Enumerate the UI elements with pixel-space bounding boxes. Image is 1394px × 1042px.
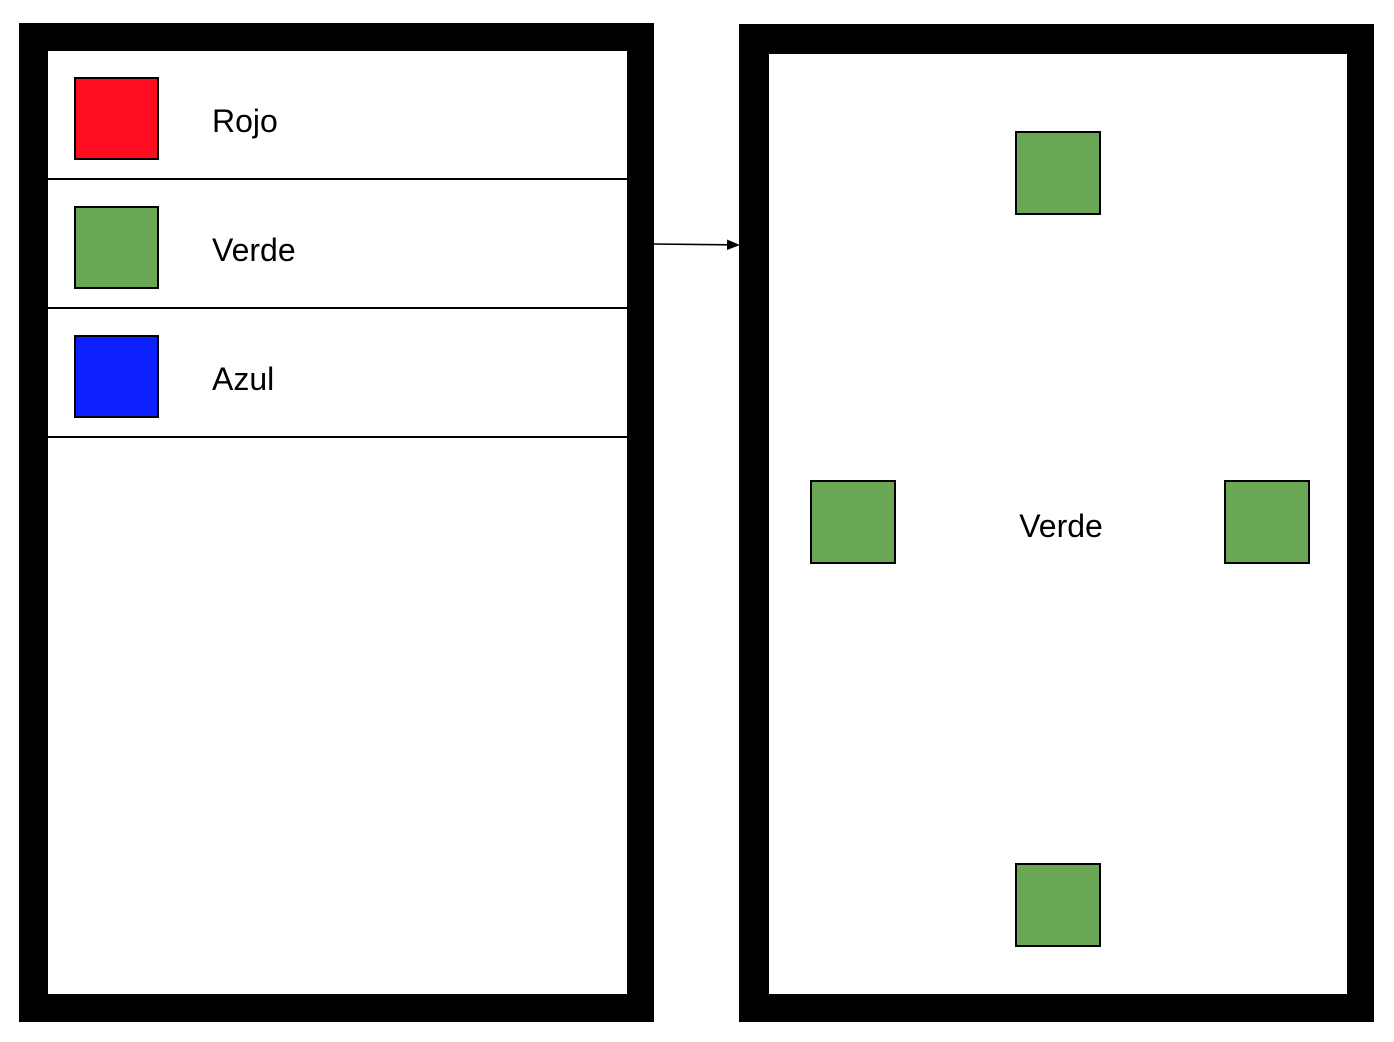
green-swatch bbox=[74, 206, 159, 289]
list-screen: Rojo Verde Azul bbox=[19, 23, 654, 1022]
arrow-line bbox=[652, 243, 729, 246]
list-item-rojo[interactable]: Rojo bbox=[48, 51, 627, 180]
green-swatch-left bbox=[810, 480, 896, 564]
green-swatch-top bbox=[1015, 131, 1101, 215]
list-item-verde[interactable]: Verde bbox=[48, 180, 627, 309]
red-swatch bbox=[74, 77, 159, 160]
list-item-label: Azul bbox=[212, 361, 275, 397]
blue-swatch bbox=[74, 335, 159, 418]
green-swatch-right bbox=[1224, 480, 1310, 564]
detail-color-label: Verde bbox=[1019, 508, 1103, 544]
list-item-label: Rojo bbox=[212, 103, 278, 139]
list-item-azul[interactable]: Azul bbox=[48, 309, 627, 438]
list-item-label: Verde bbox=[212, 232, 296, 268]
green-swatch-bottom bbox=[1015, 863, 1101, 947]
navigation-arrow bbox=[652, 239, 740, 250]
detail-screen: Verde bbox=[739, 24, 1374, 1022]
arrow-head bbox=[727, 239, 740, 250]
